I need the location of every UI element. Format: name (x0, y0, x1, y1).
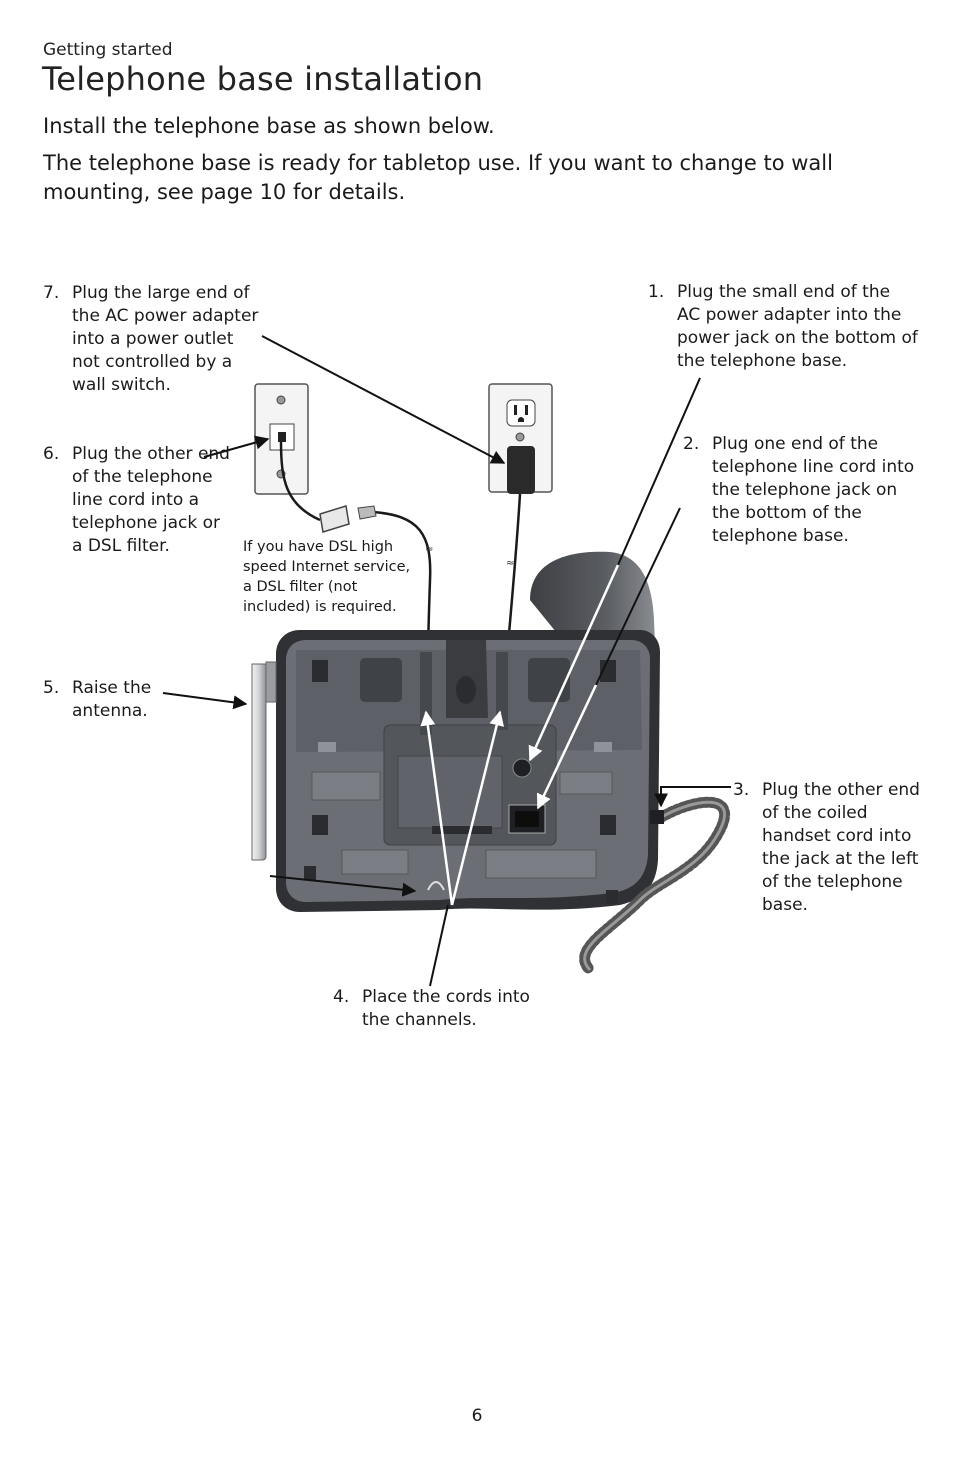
step-4-text: Place the cords into the channels. (362, 987, 530, 1030)
step-4-number: 4. (333, 987, 350, 1007)
callout-5 (162, 692, 248, 710)
step-2-text: Plug one end of the telephone line cord … (712, 434, 915, 546)
callout-1-inner (528, 564, 620, 762)
callout-7 (261, 335, 506, 464)
svg-text:≈: ≈ (506, 558, 514, 569)
coiled-handset-cord (579, 796, 731, 976)
step-6: 6. Plug the other end of the telephone l… (43, 443, 233, 558)
antenna (251, 661, 277, 861)
intro-line-2: The telephone base is ready for tabletop… (43, 151, 833, 204)
callout-5b (269, 875, 417, 897)
step-5-number: 5. (43, 678, 60, 698)
page-title: Telephone base installation (42, 60, 484, 98)
power-jack (512, 758, 532, 778)
power-outlet (488, 383, 553, 493)
step-7-number: 7. (43, 283, 60, 303)
intro-text: Install the telephone base as shown belo… (43, 112, 913, 215)
step-2: 2. Plug one end of the telephone line co… (683, 433, 923, 548)
step-5-text: Raise the antenna. (72, 678, 152, 721)
telephone-base (276, 630, 660, 912)
step-1-number: 1. (648, 282, 665, 302)
step-7: 7. Plug the large end of the AC power ad… (43, 282, 263, 397)
step-1-text: Plug the small end of the AC power adapt… (677, 282, 918, 371)
step-6-number: 6. (43, 444, 60, 464)
callout-3 (654, 786, 731, 808)
section-label: Getting started (43, 40, 173, 60)
step-5: 5. Raise the antenna. (43, 677, 173, 723)
dsl-filter (319, 505, 377, 533)
step-4: 4. Place the cords into the channels. (333, 986, 553, 1032)
callout-2-inner (536, 684, 598, 810)
callout-1-outer (617, 377, 701, 566)
callout-2-outer (595, 507, 681, 686)
callout-6 (203, 435, 270, 458)
callout-4-right (450, 710, 505, 906)
intro-line-1: Install the telephone base as shown belo… (43, 114, 495, 138)
step-1: 1. Plug the small end of the AC power ad… (648, 281, 918, 373)
step-6-text: Plug the other end of the telephone line… (72, 444, 230, 556)
svg-text:≈: ≈ (425, 544, 433, 555)
page-number: 6 (471, 1406, 483, 1426)
step-3: 3. Plug the other end of the coiled hand… (733, 779, 923, 917)
wall-phone-jack (254, 383, 309, 495)
step-7-text: Plug the large end of the AC power adapt… (72, 283, 259, 395)
ac-adapter (507, 446, 535, 494)
base-telephone-jack (508, 804, 546, 834)
step-3-number: 3. (733, 780, 750, 800)
line-cord-wall (279, 441, 321, 522)
callout-4-stem (429, 904, 449, 987)
step-2-number: 2. (683, 434, 700, 454)
step-3-text: Plug the other end of the coiled handset… (762, 780, 920, 915)
callout-4-left (420, 710, 454, 906)
dsl-note: If you have DSL high speed Internet serv… (243, 539, 411, 615)
